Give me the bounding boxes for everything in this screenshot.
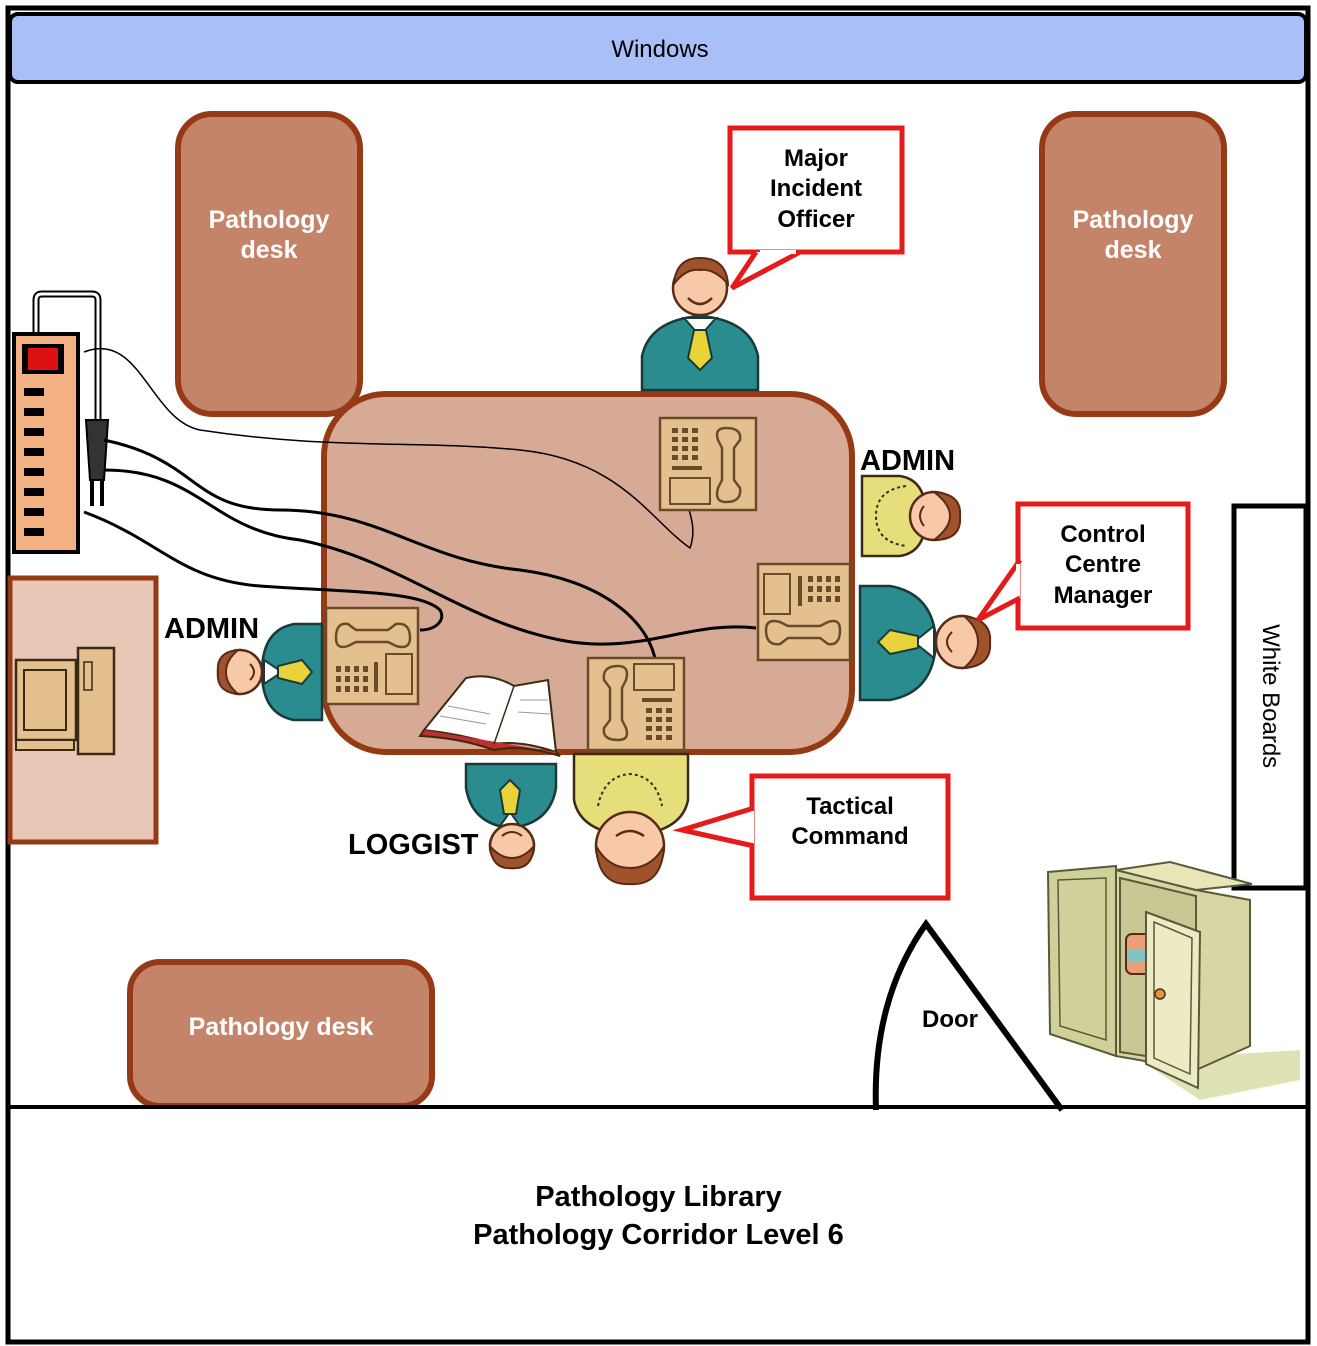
pathology-desk-bottom-label: Pathology desk: [188, 1013, 374, 1041]
white-boards-label: White Boards: [1257, 624, 1285, 769]
computer-icon: [14, 646, 116, 756]
pathology-desk-top-left: [175, 111, 363, 417]
cabinet-icon: [1046, 860, 1300, 1100]
telephone-icon: [658, 416, 758, 512]
pathology-desk-top-right: [1039, 111, 1227, 417]
role-admin-right: ADMIN: [860, 445, 956, 477]
person-icon: [860, 474, 962, 558]
role-admin-left: ADMIN: [164, 613, 260, 645]
computer-desk: [7, 575, 159, 845]
power-strip-icon: [12, 290, 110, 554]
open-book-icon: [418, 675, 561, 757]
windows-band: [8, 12, 1308, 84]
callout-major-incident-officer-text: Major Incident Officer: [769, 145, 862, 233]
person-icon: [572, 752, 690, 886]
callout-tactical-command-text: Tactical Command: [791, 793, 909, 851]
callout-control-centre-manager-text: Control Centre Manager: [1053, 521, 1153, 609]
white-boards: [1231, 503, 1309, 891]
person-icon: [216, 622, 324, 722]
door: [872, 918, 1065, 1112]
telephone-icon: [324, 606, 420, 706]
door-label: Door: [922, 1006, 978, 1033]
pathology-desk-top-left-label: Pathology desk: [208, 206, 330, 264]
callout-tactical-command: [672, 773, 951, 901]
telephone-icon: [756, 562, 852, 662]
footer-title-line2: Pathology Corridor Level 6: [473, 1219, 844, 1251]
person-icon: [640, 256, 760, 392]
person-icon: [464, 762, 558, 870]
telephone-icon: [586, 656, 686, 752]
person-icon: [858, 584, 992, 702]
footer-title-line1: Pathology Library: [535, 1181, 782, 1213]
cables: [83, 347, 757, 665]
windows-label: Windows: [611, 36, 709, 63]
role-loggist: LOGGIST: [348, 829, 479, 861]
callout-major-incident-officer: [727, 125, 905, 291]
callout-control-centre-manager: [975, 501, 1191, 631]
pathology-desk-top-right-label: Pathology desk: [1072, 206, 1194, 264]
